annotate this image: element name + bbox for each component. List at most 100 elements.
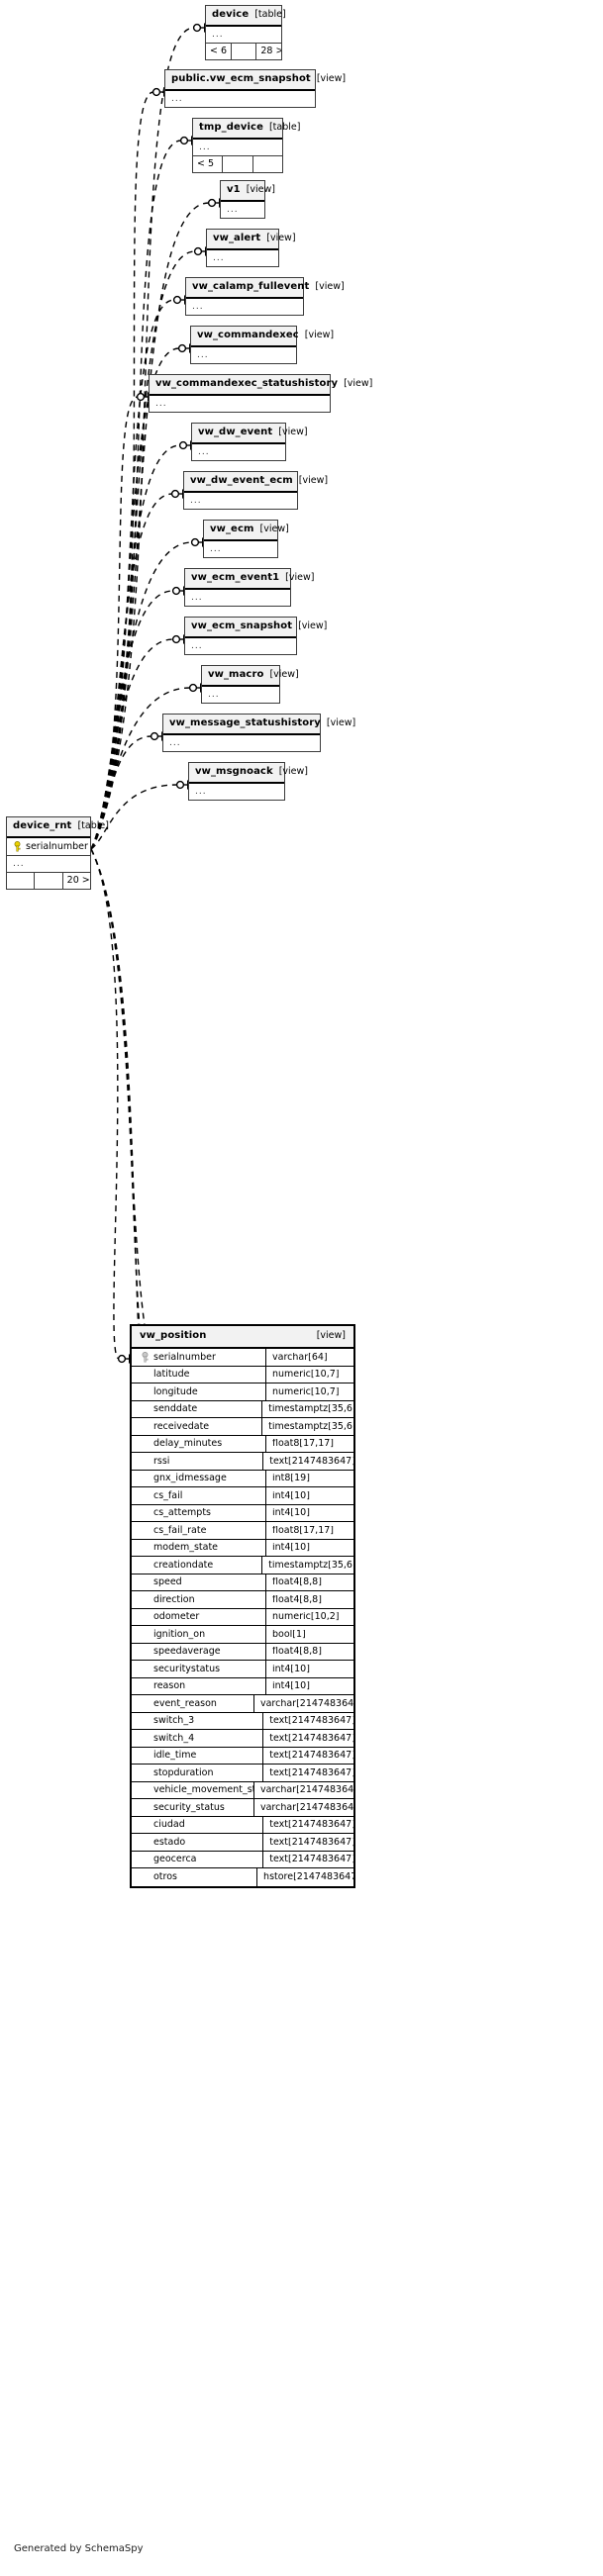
column-type: text[2147483647] [269, 1855, 353, 1864]
column-name: senddate [153, 1403, 198, 1414]
column-name-cell: idle_time [132, 1747, 264, 1764]
table-kind: [table] [77, 820, 109, 831]
column-indent-spacer [141, 1507, 150, 1518]
table-node-v1[interactable]: v1[view]... [220, 180, 275, 219]
column-type: varchar[64] [272, 1352, 328, 1362]
column-indent-spacer [141, 1525, 150, 1536]
column-type: int8[19] [272, 1474, 310, 1483]
table-name: v1 [227, 184, 241, 195]
column-type: timestamptz[35,6] [268, 1404, 353, 1414]
table-title: vw_commandexec[view] [191, 327, 334, 347]
table-node-vw_macro[interactable]: vw_macro[view]... [201, 665, 299, 704]
column-name: cs_attempts [153, 1507, 211, 1518]
relationship-edge [90, 396, 139, 850]
column-name-cell: otros [132, 1868, 258, 1886]
more-columns-ellipsis: ... [169, 738, 181, 748]
table-node-vw_ecm[interactable]: vw_ecm[view]... [203, 520, 289, 558]
table-name: device [212, 9, 250, 20]
more-columns-ellipsis: ... [197, 350, 209, 360]
relationship-edge [90, 250, 196, 850]
column-name-cell: estado [132, 1834, 264, 1851]
table-node-device_rnt[interactable]: device_rnt [table] serialnumber ... [6, 816, 109, 890]
table-name: vw_message_statushistory [169, 717, 321, 728]
table-name: vw_alert [213, 233, 261, 243]
more-columns-ellipsis: ... [190, 496, 202, 506]
table-node-vw_dw_event_ecm[interactable]: vw_dw_event_ecm[view]... [183, 471, 328, 510]
table-name: vw_ecm [210, 524, 254, 534]
table-name: vw_macro [208, 669, 264, 680]
table-body: serialnumber ... [7, 838, 90, 872]
column-name-cell: geocerca [132, 1851, 264, 1867]
table-name: vw_ecm_snapshot [191, 620, 293, 631]
table-title: device_rnt [table] [7, 817, 109, 838]
child-count [253, 156, 282, 172]
relationship-edge [90, 347, 180, 850]
column-name-cell: odometer [132, 1608, 266, 1625]
column-name: estado [153, 1836, 186, 1848]
column-type: float8[17,17] [272, 1439, 334, 1449]
column-type: float4[8,8] [272, 1647, 322, 1657]
rows-count [35, 873, 63, 889]
column-name-cell: reason [132, 1677, 266, 1694]
table-node-vw_msgnoack[interactable]: vw_msgnoack[view]... [188, 762, 308, 801]
table-title: vw_macro[view] [202, 666, 299, 687]
column-name: event_reason [153, 1697, 217, 1709]
table-node-tmp_device[interactable]: tmp_device[table]...< 5 [192, 118, 300, 173]
column-indent-spacer [141, 1456, 150, 1467]
table-title: vw_calamp_fullevent[view] [186, 278, 345, 299]
more-columns-ellipsis: ... [227, 205, 239, 215]
primary-key-icon [141, 1351, 150, 1363]
column-indent-spacer [141, 1403, 150, 1414]
table-node-vw_commandexec_statushistory[interactable]: vw_commandexec_statushistory[view]... [149, 374, 372, 413]
table-kind: [view] [298, 620, 328, 631]
table-title: vw_ecm_snapshot [view] [185, 618, 327, 638]
column-indent-spacer [141, 1680, 150, 1691]
more-columns-ellipsis: ... [195, 787, 207, 797]
column-type: float4[8,8] [272, 1577, 322, 1587]
relationship-edge [90, 735, 152, 850]
table-node-vw_alert[interactable]: vw_alert[view]... [206, 229, 296, 267]
more-columns-ellipsis: ... [210, 544, 222, 554]
primary-key-icon [13, 841, 22, 852]
column-name-cell: securitystatus [132, 1661, 266, 1677]
column-type: int4[10] [272, 1490, 310, 1500]
column-name-cell: cs_attempts [132, 1504, 266, 1521]
rows-count [223, 156, 253, 172]
more-columns-ellipsis: ... [191, 593, 203, 603]
column-indent-spacer [141, 1837, 150, 1848]
table-node-vw_calamp_fullevent[interactable]: vw_calamp_fullevent[view]... [185, 277, 345, 316]
column-name: reason [153, 1680, 186, 1691]
more-columns-ellipsis: ... [199, 143, 211, 152]
table-name: device_rnt [13, 820, 72, 831]
table-node-vw_ecm_event1[interactable]: vw_ecm_event1[view]... [184, 568, 314, 607]
column-name-cell: event_reason [132, 1695, 254, 1712]
column-name: latitude [153, 1369, 190, 1380]
table-node-vw_message_statushistory[interactable]: vw_message_statushistory [view]... [162, 714, 355, 752]
table-kind: [view] [285, 572, 315, 583]
table-kind: [view] [326, 717, 356, 728]
column-type: varchar[2147483647] [259, 1785, 353, 1795]
more-columns-ellipsis: ... [155, 399, 167, 409]
table-node-vw_commandexec[interactable]: vw_commandexec[view]... [190, 326, 334, 364]
table-node-vw_dw_event[interactable]: vw_dw_event[view]... [191, 423, 308, 461]
column-type: int4[10] [272, 1681, 310, 1691]
table-node-vw_ecm_snapshot[interactable]: vw_ecm_snapshot[view]... [184, 617, 327, 655]
column-name: otros [153, 1871, 177, 1882]
table-node-public-vw_ecm_snapshot[interactable]: public.vw_ecm_snapshot[view]... [164, 69, 346, 108]
table-name: tmp_device [199, 122, 263, 133]
